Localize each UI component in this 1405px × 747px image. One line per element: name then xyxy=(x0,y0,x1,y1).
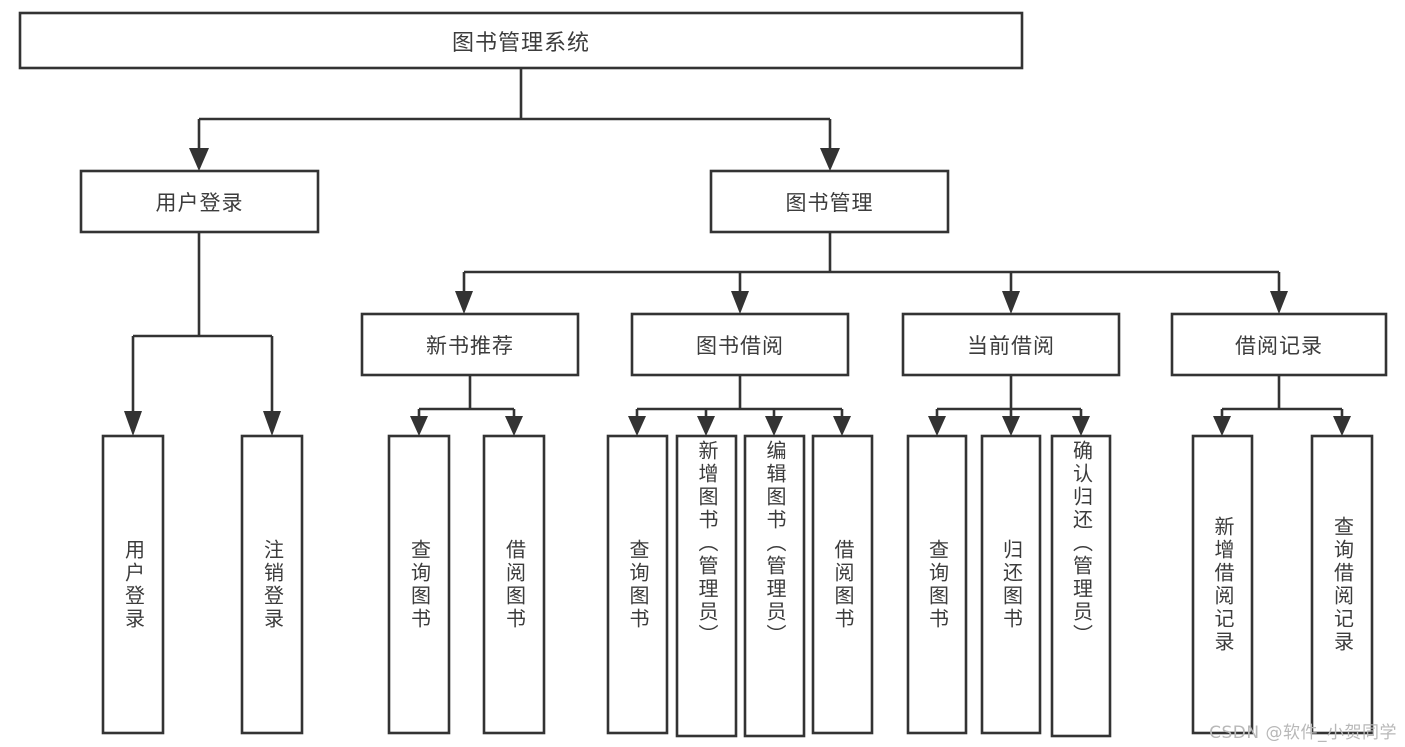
node-box-current-borrow[interactable] xyxy=(901,312,1121,377)
node-box-leaf-edit-book[interactable] xyxy=(743,434,806,738)
arrowhead-leaf-add-book xyxy=(697,416,715,436)
arrowhead-leaf-borrow-book-2 xyxy=(833,416,851,436)
node-box-leaf-user-login[interactable] xyxy=(101,434,165,735)
arrowhead-book-borrow xyxy=(731,291,749,314)
node-box-leaf-query-book-2[interactable] xyxy=(606,434,669,735)
node-box-leaf-confirm-return[interactable] xyxy=(1050,434,1112,738)
arrowhead-user-login xyxy=(189,148,209,171)
node-box-new-book-recommend[interactable] xyxy=(360,312,580,377)
arrowhead-borrow-records xyxy=(1270,291,1288,314)
arrowhead-leaf-confirm-return xyxy=(1072,416,1090,436)
node-box-book-borrow[interactable] xyxy=(630,312,850,377)
arrowhead-book-mgmt xyxy=(820,148,840,171)
watermark-text: CSDN @软件_小贺同学 xyxy=(1209,723,1397,743)
node-box-leaf-borrow-book-1[interactable] xyxy=(482,434,546,735)
arrowhead-leaf-borrow-book-1 xyxy=(505,416,523,436)
node-box-leaf-query-record[interactable] xyxy=(1310,434,1374,735)
arrowhead-leaf-return-book xyxy=(1002,416,1020,436)
node-box-leaf-logout[interactable] xyxy=(240,434,304,735)
node-box-leaf-query-book-1[interactable] xyxy=(387,434,451,735)
node-box-leaf-return-book[interactable] xyxy=(980,434,1042,735)
node-box-borrow-records[interactable] xyxy=(1170,312,1388,377)
node-box-user-login[interactable] xyxy=(79,169,320,234)
arrowhead-leaf-query-book-2 xyxy=(628,416,646,436)
arrowhead-new-book xyxy=(455,291,473,314)
arrowhead-current-borrow xyxy=(1002,291,1020,314)
arrowhead-leaf-edit-book xyxy=(765,416,783,436)
node-box-leaf-query-book-3[interactable] xyxy=(906,434,968,735)
node-box-leaf-borrow-book-2[interactable] xyxy=(811,434,874,735)
arrowhead-leaf-query-book-3 xyxy=(928,416,946,436)
node-box-leaf-add-record[interactable] xyxy=(1191,434,1254,735)
node-box-book-management[interactable] xyxy=(709,169,950,234)
node-box-leaf-add-book[interactable] xyxy=(675,434,738,738)
arrowhead-leaf-user-login xyxy=(124,411,142,436)
node-box-root[interactable] xyxy=(18,11,1024,70)
arrowhead-leaf-query-book-1 xyxy=(410,416,428,436)
arrowhead-leaf-logout xyxy=(263,411,281,436)
arrowhead-leaf-query-record xyxy=(1333,416,1351,436)
arrowhead-leaf-add-record xyxy=(1213,416,1231,436)
